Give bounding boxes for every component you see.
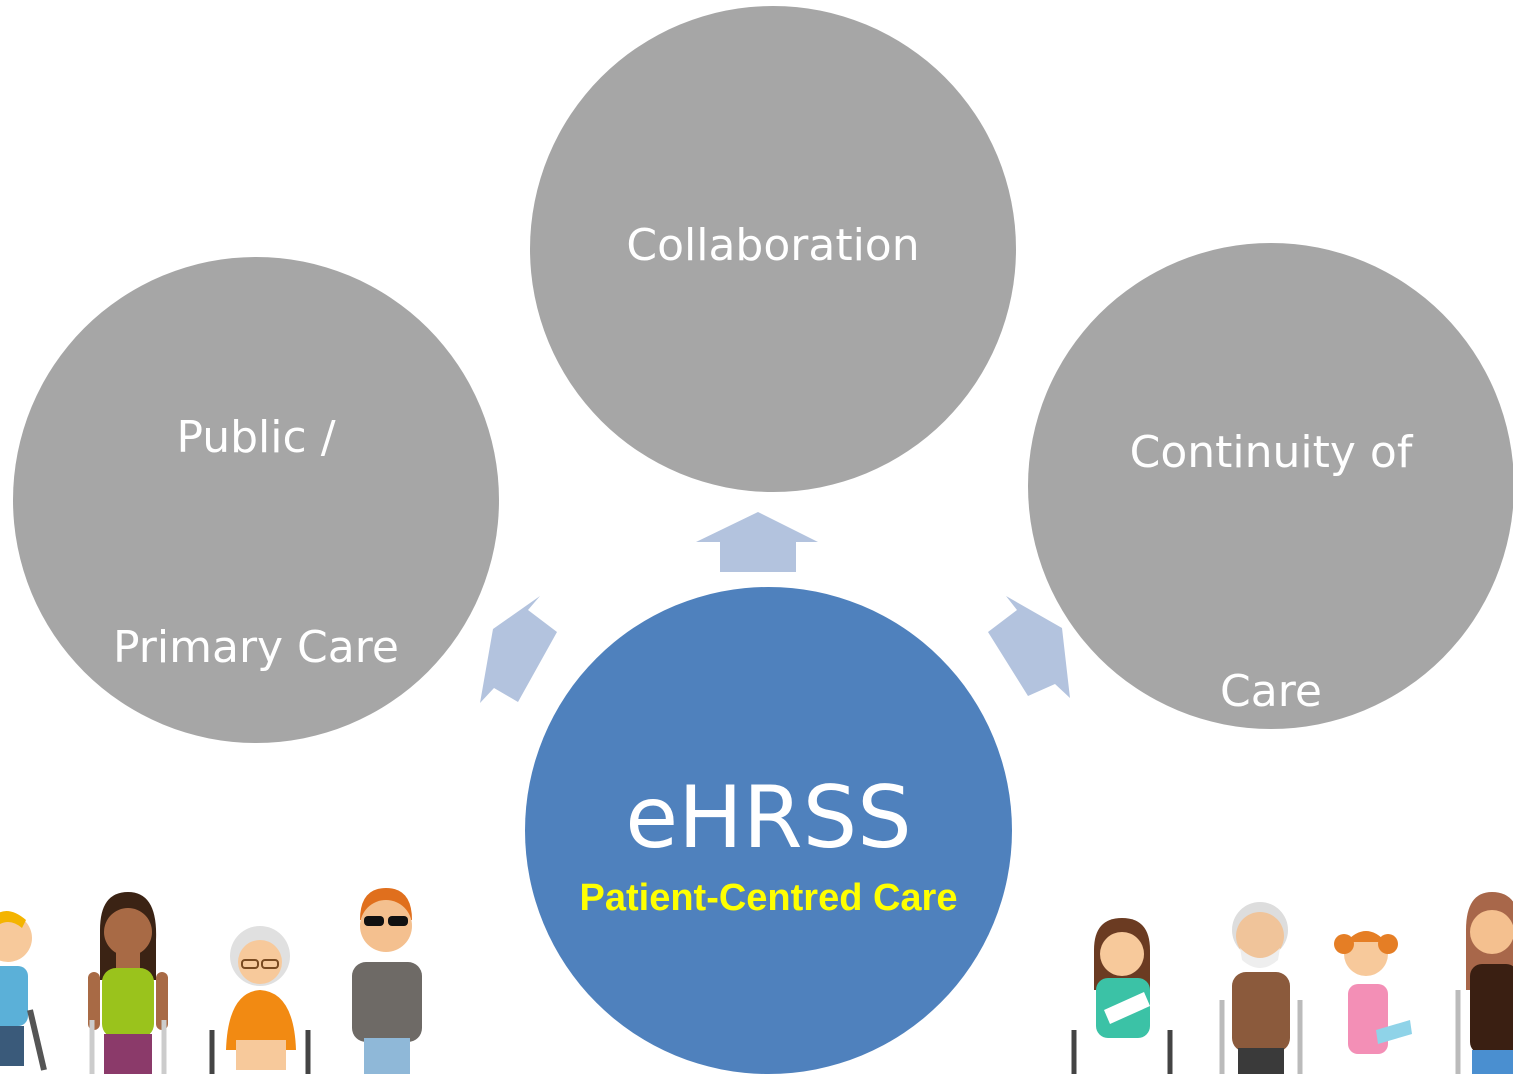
node-label: Continuity of — [1129, 427, 1413, 478]
node-label: Care — [1220, 666, 1322, 717]
collaboration-node: Collaboration — [530, 6, 1016, 492]
person-child-wheelchair — [0, 911, 47, 1071]
public-primary-care-policies-node: Public / Primary Care Policies — [13, 257, 499, 883]
continuity-of-care-node: Continuity of Care — [1028, 243, 1513, 729]
center-title: eHRSS — [625, 768, 912, 868]
person-child-girl-sling — [1334, 931, 1412, 1054]
person-man-sunglasses-cane — [352, 888, 438, 1074]
arrow-up — [696, 512, 818, 572]
person-woman-crutches-right — [1455, 892, 1513, 1074]
person-woman-crutches — [88, 892, 168, 1074]
person-old-man-crutches — [1219, 902, 1303, 1074]
arrow-up-right — [988, 596, 1070, 698]
people-group-left-illustration — [0, 888, 438, 1074]
center-subtitle: Patient-Centred Care — [579, 877, 958, 919]
node-label: Collaboration — [626, 220, 920, 271]
node-label: Public / — [176, 412, 336, 463]
people-group-right-illustration — [1071, 892, 1513, 1074]
arrow-up-left — [480, 596, 557, 703]
node-label: Policies — [174, 832, 338, 883]
ehrss-center-node: eHRSS Patient-Centred Care — [525, 587, 1012, 1074]
person-elderly-woman-wheelchair — [209, 926, 311, 1074]
person-girl-wheelchair-sling — [1071, 918, 1173, 1074]
node-label: Primary Care — [113, 622, 399, 673]
